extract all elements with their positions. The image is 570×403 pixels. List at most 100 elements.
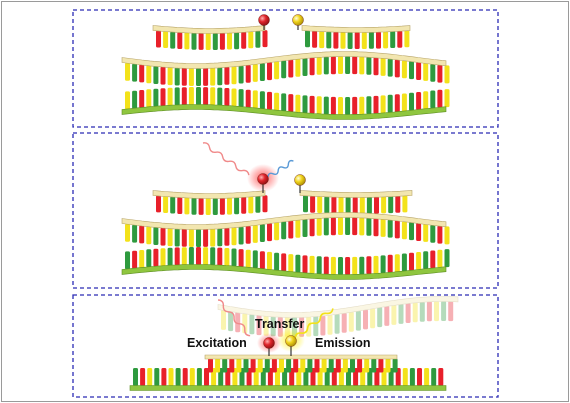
base-pair: [378, 358, 384, 373]
base-pair: [437, 89, 443, 108]
base-pair: [320, 315, 326, 336]
base-pair: [391, 304, 397, 325]
base-pair: [279, 358, 284, 373]
base-pair: [281, 93, 287, 112]
base-pair: [217, 247, 223, 266]
backbone: [152, 25, 266, 34]
base-pair: [367, 368, 373, 386]
base-pair: [132, 224, 138, 243]
base-pair: [373, 57, 379, 76]
base-pair: [228, 311, 234, 332]
base-pair: [257, 358, 263, 373]
base-pair: [390, 31, 396, 48]
base-pair: [352, 256, 358, 275]
base-pair: [374, 368, 380, 386]
base-pair: [245, 64, 251, 83]
base-pair: [139, 64, 145, 83]
base-pair: [302, 219, 308, 237]
base-pair: [227, 197, 232, 215]
base-pair: [267, 251, 272, 270]
base-pair: [160, 248, 166, 267]
base-pair: [203, 228, 209, 247]
base-pair: [314, 358, 320, 373]
base-pair: [225, 368, 231, 386]
base-pair: [381, 368, 387, 386]
base-pair: [352, 96, 358, 115]
base-pair: [271, 358, 277, 373]
base-pair: [345, 97, 351, 115]
base-pair: [181, 67, 187, 86]
base-pair: [181, 228, 187, 247]
base-pair: [259, 91, 265, 110]
backbone: [121, 212, 447, 230]
base-pair: [184, 32, 190, 50]
complement-strand: [121, 247, 450, 280]
base-pair: [204, 368, 209, 386]
base-pair: [231, 227, 237, 246]
donor-dye-icon: [258, 14, 270, 26]
base-pair: [417, 368, 422, 386]
base-pair: [238, 226, 244, 245]
base-pair: [267, 91, 272, 110]
base-pair: [373, 218, 379, 237]
base-pair: [366, 217, 372, 236]
base-pair: [444, 65, 450, 84]
base-pair: [354, 32, 360, 49]
base-pair: [189, 368, 195, 386]
base-pair: [352, 217, 358, 236]
base-pair: [170, 31, 176, 49]
base-pair: [274, 92, 280, 111]
base-pair: [259, 63, 265, 81]
base-pair: [385, 358, 391, 373]
base-pair: [296, 368, 302, 386]
base-pair: [167, 228, 173, 247]
base-pair: [259, 224, 265, 242]
emission-wave-icon: [267, 159, 294, 178]
base-pair: [203, 247, 209, 266]
base-pair: [380, 57, 386, 76]
base-pair: [438, 368, 444, 386]
base-pair: [423, 91, 429, 110]
base-pair: [394, 94, 400, 113]
base-pair: [328, 358, 334, 373]
base-pair: [196, 68, 201, 86]
backbone: [152, 190, 266, 199]
base-pair: [174, 87, 180, 106]
base-pair: [212, 33, 218, 50]
base-pair: [317, 196, 323, 213]
base-pair: [191, 197, 197, 215]
acceptor-dye-group: [294, 174, 306, 193]
right-probe-strand: [301, 25, 411, 49]
base-pair: [188, 229, 194, 247]
excitation-wave-icon: [217, 299, 251, 337]
base-pair: [387, 254, 393, 273]
base-pair: [346, 368, 351, 386]
base-pair: [160, 227, 166, 246]
base-pair: [146, 89, 152, 108]
base-pair: [380, 218, 386, 237]
base-pair: [331, 196, 337, 214]
base-pair: [316, 217, 322, 236]
base-pair: [125, 91, 130, 110]
base-pair: [338, 97, 343, 115]
base-pair: [309, 218, 315, 237]
base-pair: [217, 67, 223, 86]
base-pair: [333, 31, 339, 49]
base-pair: [300, 358, 306, 373]
base-pair: [281, 221, 287, 240]
acceptor-dye-icon: [285, 335, 297, 347]
base-pair: [302, 95, 308, 114]
base-pair: [437, 249, 443, 268]
panel-fret-signal: [72, 294, 499, 398]
base-pair: [146, 65, 152, 84]
base-pair: [196, 87, 201, 105]
target-strand: [121, 212, 450, 247]
panel-probes-separate: [72, 9, 499, 128]
base-pair: [309, 255, 315, 274]
base-pair: [394, 59, 400, 78]
backbone: [129, 385, 447, 391]
base-pair: [330, 96, 336, 115]
base-pair: [444, 89, 450, 108]
donor-dye-group: [263, 337, 275, 356]
base-pair: [405, 303, 411, 323]
